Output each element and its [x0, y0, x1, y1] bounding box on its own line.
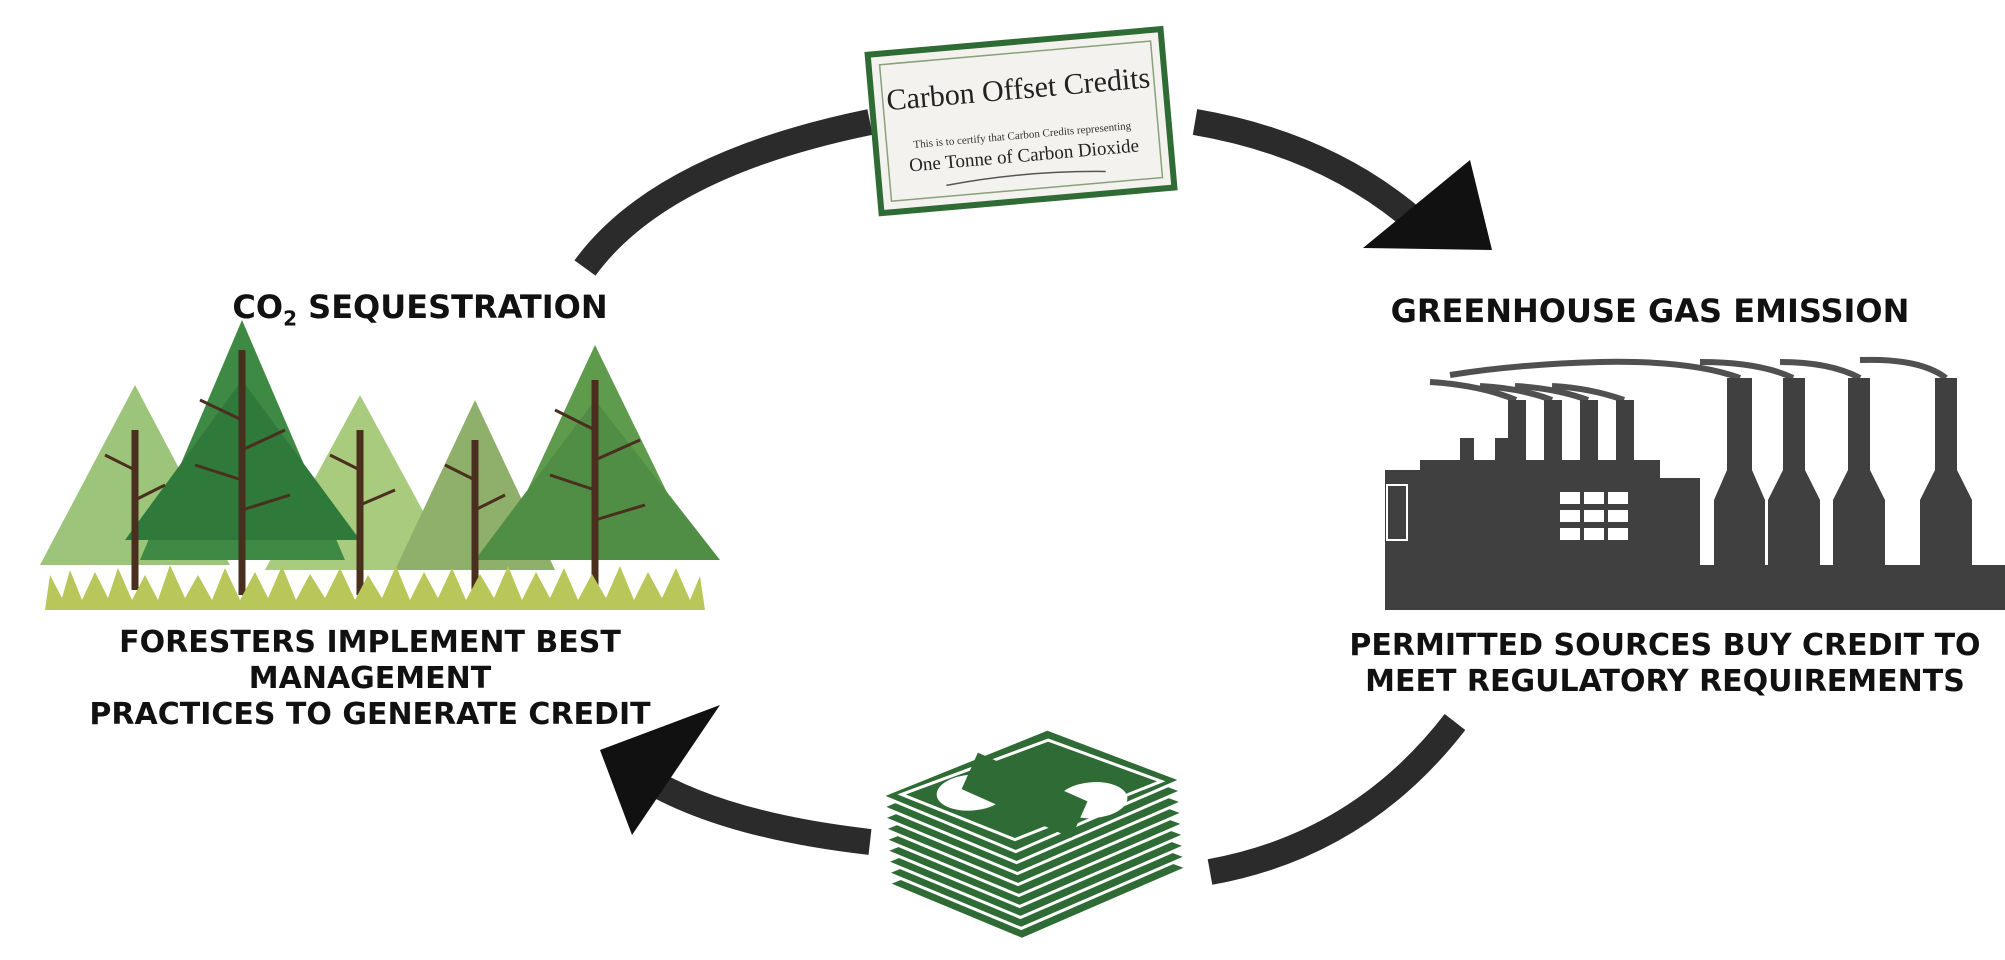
factory-caption-line2: MEET REGULATORY REQUIREMENTS	[1365, 664, 1965, 699]
arrow-arc-top-left	[574, 109, 873, 276]
forest-title: CO2 SEQUESTRATION	[200, 288, 640, 330]
factory-icon	[1385, 356, 2005, 610]
forest-title-main: CO	[232, 288, 284, 326]
grass-strip	[45, 565, 705, 610]
forest-title-subscript: 2	[283, 306, 297, 331]
arrow-arc-bottom-left	[633, 763, 872, 855]
arrow-arc-top-right	[1192, 109, 1429, 235]
money-stack-icon	[877, 727, 1192, 942]
forest-title-rest: SEQUESTRATION	[297, 288, 608, 326]
certificate-icon: Carbon Offset Credits This is to certify…	[864, 25, 1178, 217]
factory-caption: PERMITTED SOURCES BUY CREDIT TO MEET REG…	[1340, 628, 1990, 700]
arrow-arc-bottom-right	[1207, 714, 1466, 885]
forest-caption-line2: PRACTICES TO GENERATE CREDIT	[89, 697, 651, 732]
factory-caption-line1: PERMITTED SOURCES BUY CREDIT TO	[1349, 628, 1981, 663]
factory-title: GREENHOUSE GAS EMISSION	[1390, 292, 1910, 330]
forest-caption: FORESTERS IMPLEMENT BEST MANAGEMENT PRAC…	[0, 625, 740, 733]
cycle-arrow-icon	[574, 109, 1492, 885]
arrow-head-factory	[1363, 160, 1492, 250]
forest-caption-line1: FORESTERS IMPLEMENT BEST MANAGEMENT	[119, 625, 621, 696]
forest-icon	[40, 320, 720, 610]
arrow-head-forest	[600, 705, 720, 835]
